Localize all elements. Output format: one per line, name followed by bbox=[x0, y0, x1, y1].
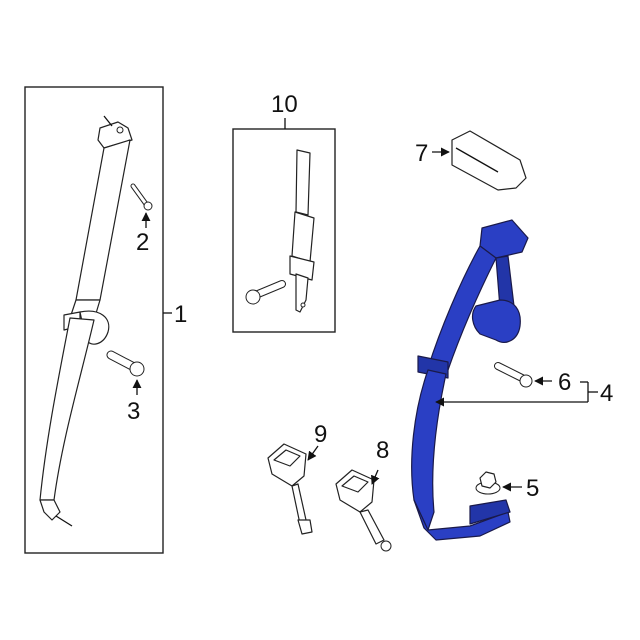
part-10-belt-extender[interactable] bbox=[289, 149, 315, 313]
callout-10: 10 bbox=[271, 91, 298, 118]
leader-9 bbox=[307, 445, 319, 461]
callout-5: 5 bbox=[526, 475, 539, 502]
callout-8: 8 bbox=[376, 437, 389, 464]
leader-8 bbox=[371, 469, 380, 485]
part-8-buckle[interactable] bbox=[335, 469, 392, 552]
callout-4: 4 bbox=[600, 380, 613, 407]
callout-1: 1 bbox=[174, 301, 187, 328]
part-4-seat-belt-assembly[interactable] bbox=[411, 219, 529, 541]
callout-9: 9 bbox=[314, 421, 327, 448]
callout-7: 7 bbox=[415, 140, 428, 167]
assembly-10-frame bbox=[232, 128, 336, 333]
assembly-1-group: 2 3 1 bbox=[24, 86, 187, 554]
callout-2: 2 bbox=[136, 229, 149, 256]
part-3-bolt[interactable] bbox=[106, 350, 145, 377]
part-6-bolt[interactable] bbox=[494, 362, 533, 388]
part-5-nut[interactable] bbox=[475, 471, 501, 495]
part-7-cover[interactable] bbox=[451, 130, 527, 191]
callout-6: 6 bbox=[558, 369, 571, 396]
assembly-1-frame bbox=[24, 86, 164, 554]
part-9-buckle[interactable] bbox=[267, 443, 313, 535]
seat-belt-assembly-1[interactable] bbox=[39, 115, 133, 527]
part-2-pin[interactable] bbox=[130, 183, 153, 211]
callout-3: 3 bbox=[127, 398, 140, 425]
assembly-10-group: 10 bbox=[232, 91, 336, 333]
part-10-bolt[interactable] bbox=[245, 280, 286, 305]
